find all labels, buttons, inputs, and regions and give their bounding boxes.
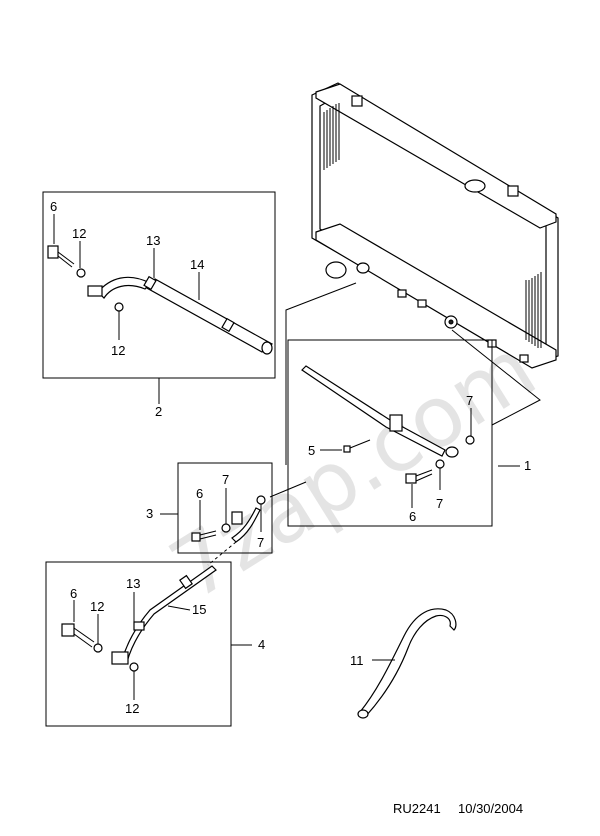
callout-6-box4: 6 [70,586,77,601]
hose-11[interactable] [357,608,457,719]
leader-radiator-box1-a [285,282,357,465]
washer-7-box1-bottom[interactable] [435,459,445,469]
callout-12-box4-bottom: 12 [125,701,139,716]
callout-4: 4 [258,637,265,652]
diagram-date: 10/30/2004 [458,801,523,816]
washer-12-box2-top[interactable] [76,268,86,278]
leader-radiator-box1-b [451,329,541,426]
washer-12-box2-bottom[interactable] [114,302,124,312]
callout-13-box4: 13 [126,576,140,591]
washer-7-box3-b[interactable] [256,495,266,505]
bolt-6-box2[interactable] [47,245,75,268]
washer-7-box1-right[interactable] [465,435,475,445]
callout-6-box1: 6 [409,509,416,524]
callout-12-box4-top: 12 [90,599,104,614]
callout-1: 1 [524,458,531,473]
callout-7-box3-top: 7 [222,472,229,487]
callout-11: 11 [350,653,364,668]
bolt-6-box1[interactable] [405,469,433,484]
callout-6-box2: 6 [50,199,57,214]
washer-7-box3-a[interactable] [221,523,231,533]
group-box-3 [177,462,273,554]
radiator-core-fins-left [323,103,340,170]
callout-6-box3: 6 [196,486,203,501]
callout-12-box2-bottom: 12 [111,343,125,358]
callout-15: 15 [192,602,206,617]
washer-12-box4-bottom[interactable] [129,662,139,672]
radiator-core-fins-right [525,272,542,348]
pipe-assembly-1[interactable] [301,365,459,458]
callout-3: 3 [146,506,153,521]
group-box-1 [287,339,493,527]
pipe-assembly-4[interactable] [111,565,217,665]
callout-14: 14 [190,257,204,272]
callout-7-box1-top: 7 [466,393,473,408]
diagram-code: RU2241 [393,801,441,816]
group-box-4 [45,561,232,727]
washer-12-box4-left[interactable] [93,643,103,653]
callout-12-box2-top: 12 [72,226,86,241]
pipe-assembly-3[interactable] [231,507,261,543]
callout-2: 2 [155,404,162,419]
bolt-6-box4[interactable] [61,623,95,648]
radiator[interactable] [311,82,559,369]
bolt-6-box3[interactable] [191,530,217,542]
callout-13-box2: 13 [146,233,160,248]
callout-7-box1-bottom: 7 [436,496,443,511]
bolt-5[interactable] [343,439,371,453]
callout-5: 5 [308,443,315,458]
hose-assembly-2[interactable] [87,275,274,355]
callout-7-box3-bottom: 7 [257,535,264,550]
